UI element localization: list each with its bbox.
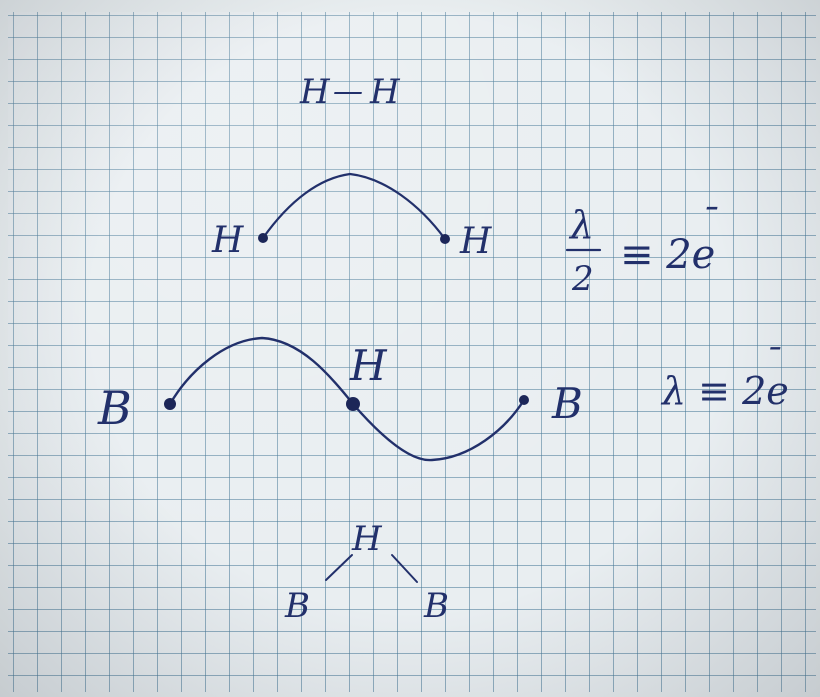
h2-bond-line: — xyxy=(333,74,363,109)
bhb-left-dot xyxy=(164,398,176,410)
h2-bond-formula: Н — Н xyxy=(299,72,401,112)
bhb-wave-diagram: В Н В xyxy=(97,336,583,462)
wavelength-equivalence: λ ≡ 2e xyxy=(660,369,789,413)
h2-left-atom: Н xyxy=(299,72,331,112)
bridge-right-atom: В xyxy=(423,586,449,626)
bridge-right-bond xyxy=(391,554,418,583)
bhb-center-dot xyxy=(346,397,360,411)
h2-left-dot xyxy=(258,233,268,243)
h2-orbital-right-atom: Н xyxy=(459,221,492,262)
h2-orbital-diagram: Н Н xyxy=(211,172,492,262)
h2-right-atom: Н xyxy=(369,72,401,112)
wavelength-superscript: ¯ xyxy=(764,341,781,381)
fraction-numerator: λ xyxy=(568,203,594,247)
h2-right-dot xyxy=(440,234,450,244)
bridge-structure: Н В В xyxy=(284,519,449,626)
bhb-right-atom: В xyxy=(551,379,583,428)
half-wavelength-label: λ 2 ≡ 2e ¯ xyxy=(565,202,718,299)
h2-orbital-left-atom: Н xyxy=(211,220,244,261)
bhb-left-atom: В xyxy=(97,381,132,435)
bridge-left-atom: В xyxy=(284,586,310,626)
bridge-top-atom: Н xyxy=(351,519,383,559)
bhb-right-dot xyxy=(519,395,529,405)
bhb-wave-line xyxy=(168,336,526,462)
h2-orbital-arc xyxy=(261,172,447,241)
graph-paper xyxy=(8,12,816,692)
bhb-center-atom: Н xyxy=(349,341,388,390)
bridge-left-bond xyxy=(325,554,353,581)
fraction-denominator: 2 xyxy=(571,259,594,299)
fraction-equivalence: ≡ 2e xyxy=(620,232,715,278)
wavelength-label: λ ≡ 2e ¯ xyxy=(660,341,789,413)
fraction-superscript: ¯ xyxy=(700,202,718,243)
